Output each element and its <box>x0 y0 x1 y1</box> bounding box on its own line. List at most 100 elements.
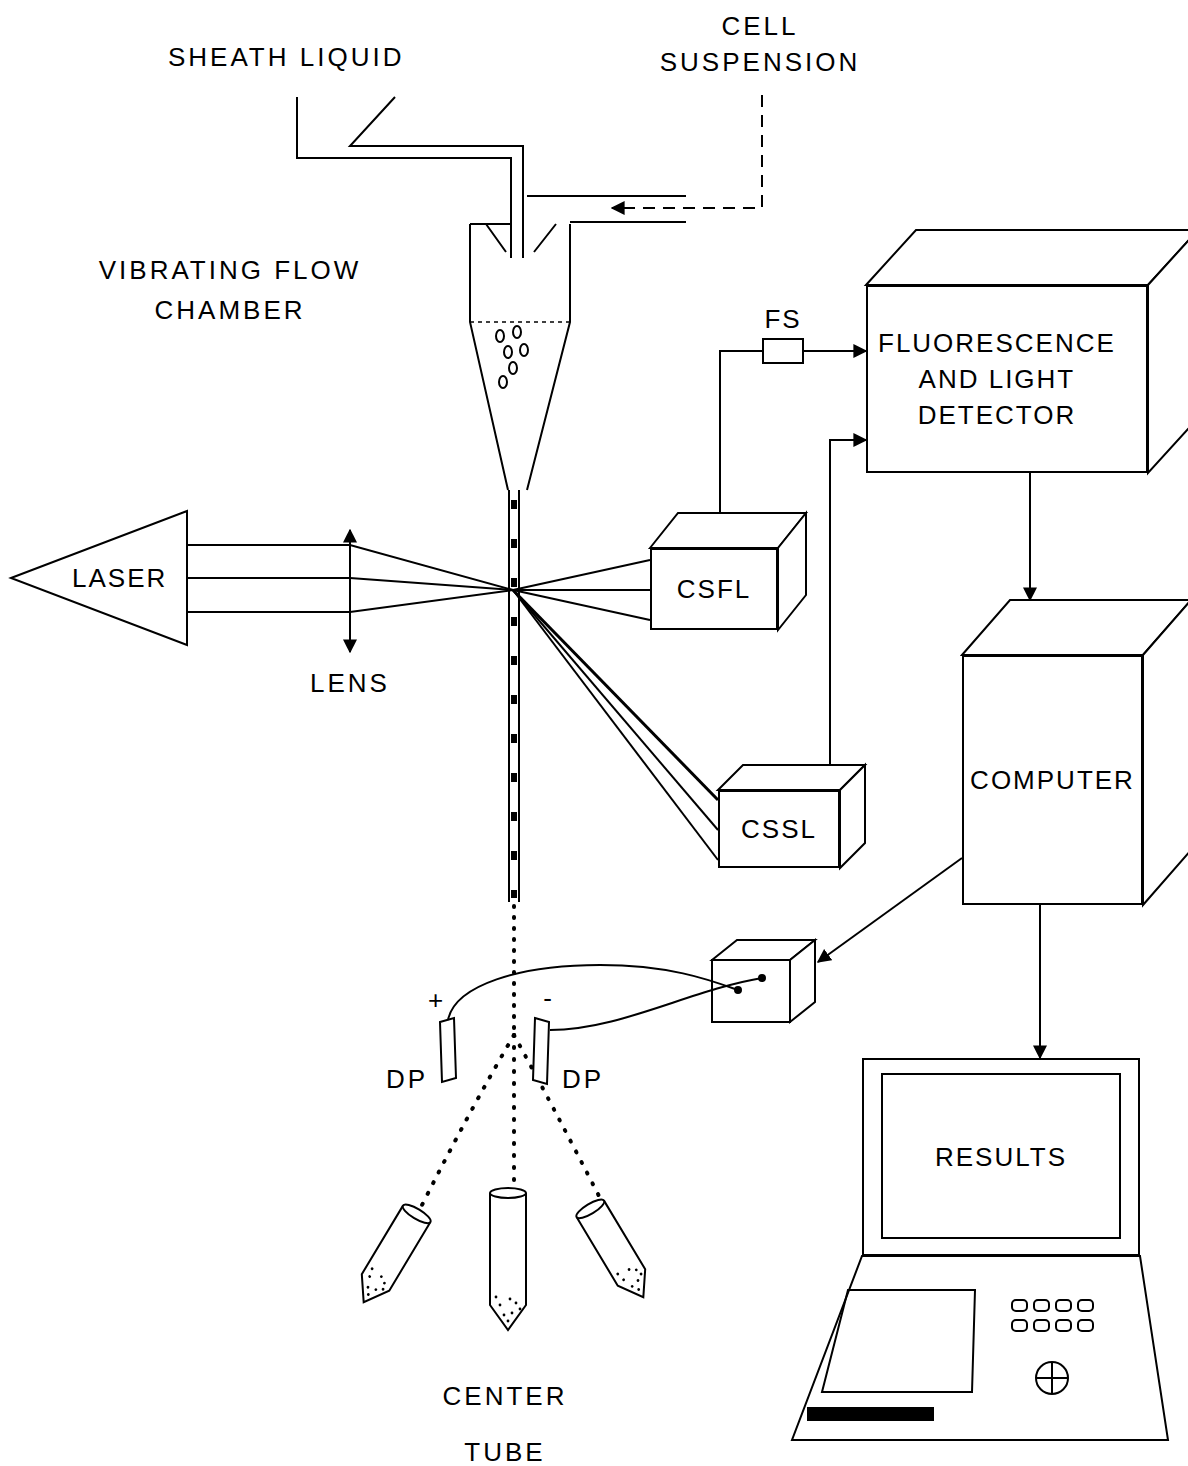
control-arrow <box>818 858 962 962</box>
laser-triangle <box>11 511 187 645</box>
illustration-part <box>630 1284 634 1288</box>
scatter-ray <box>513 590 718 860</box>
illustration-part <box>622 1278 626 1282</box>
tube-body <box>490 1193 526 1330</box>
terminal-pad <box>822 1290 975 1392</box>
cell <box>499 376 507 388</box>
box-side-face <box>778 513 806 630</box>
detector-box: FLUORESCENCE AND LIGHT DETECTOR <box>866 285 1148 473</box>
screen-frame <box>863 1059 1139 1255</box>
inlet-label: CELL SUSPENSION <box>645 8 875 80</box>
flow-chamber <box>470 224 570 490</box>
illustration-part <box>370 1267 374 1271</box>
droplets <box>512 906 516 1030</box>
cell <box>504 346 512 358</box>
illustration-part <box>383 1281 387 1285</box>
laser-beam <box>158 578 513 590</box>
collection-tube <box>350 1201 433 1310</box>
center-tube <box>490 1188 526 1330</box>
illustration-part <box>368 1275 372 1279</box>
illustration-part <box>515 1302 518 1305</box>
signal-connector <box>1029 473 1031 600</box>
stream-cells <box>511 500 517 898</box>
illustration-part <box>507 1320 510 1323</box>
box-side-face <box>1143 600 1188 905</box>
laser-source: LASER <box>10 510 188 646</box>
part-label: LENS <box>300 666 400 700</box>
signal-connector <box>720 351 762 513</box>
polarity-sign: - <box>538 984 560 1012</box>
tube-rim <box>490 1188 526 1198</box>
inlet-pipe <box>527 196 686 222</box>
part-label: CENTER TUBE <box>425 1368 585 1466</box>
node-text: CSSL <box>741 812 817 846</box>
computer-box: COMPUTER <box>962 655 1143 905</box>
cell <box>509 362 517 374</box>
illustration-part <box>366 1293 370 1297</box>
illustration-part <box>1034 1300 1049 1311</box>
illustration-part <box>374 1288 378 1292</box>
suspension-feed <box>612 95 762 208</box>
illustration-part <box>366 1285 370 1289</box>
node-text: FS <box>764 302 801 336</box>
wire-terminal <box>735 987 741 993</box>
illustration-part <box>637 1288 641 1292</box>
illustration-part <box>1078 1320 1093 1331</box>
illustration-part <box>627 1268 631 1272</box>
illustration-part <box>379 1275 383 1279</box>
cell <box>520 344 528 356</box>
collection-tube <box>574 1196 657 1305</box>
illustration-part <box>636 1279 640 1283</box>
terminal-base <box>792 1256 1168 1440</box>
illustration-part <box>1012 1300 1027 1311</box>
charge-box <box>712 960 790 1022</box>
plate-label: DP <box>386 1062 436 1096</box>
illustration-part <box>634 1268 638 1272</box>
illustration-part <box>639 1272 643 1276</box>
plate-wire <box>448 965 738 1020</box>
terminal-keys <box>1012 1300 1093 1331</box>
tube-rim <box>574 1196 607 1221</box>
chamber-funnel <box>486 224 556 252</box>
terminal-knob <box>1036 1362 1068 1394</box>
illustration-part <box>511 1312 514 1315</box>
illustration-part <box>1012 1320 1027 1331</box>
tube-rim <box>400 1201 433 1226</box>
box-depth <box>718 765 865 868</box>
node-text: FLUORESCENCE AND LIGHT DETECTOR <box>878 325 1116 433</box>
illustration-part <box>509 1298 512 1301</box>
polarity-sign: + <box>426 986 448 1014</box>
plate-label: DP <box>562 1062 612 1096</box>
lens-symbol <box>349 530 351 652</box>
part-label: VIBRATING FLOW CHAMBER <box>55 250 405 330</box>
laser-beam <box>158 590 513 612</box>
box-depth <box>866 230 1188 473</box>
terminal-slot <box>808 1408 933 1420</box>
box-side-face <box>1148 230 1188 473</box>
illustration-part <box>1034 1320 1049 1331</box>
terminal-knob <box>1036 1362 1068 1394</box>
tube-cells <box>358 1267 391 1302</box>
wire-terminal <box>759 975 765 981</box>
fluorescence-sensor: CSFL <box>650 548 778 630</box>
cell <box>496 330 504 342</box>
tube-cells <box>616 1262 649 1297</box>
node-text: COMPUTER <box>970 763 1135 797</box>
sheath-pipe <box>350 97 523 258</box>
box-side-face <box>840 765 865 868</box>
laser-beam <box>158 545 513 590</box>
node-text: LASER <box>72 561 167 595</box>
chamber-level <box>470 321 570 323</box>
droplets <box>422 1035 514 1205</box>
screen-glass <box>882 1074 1120 1238</box>
deflection-plate <box>533 1018 549 1084</box>
droplets <box>512 1035 516 1188</box>
illustration-part <box>519 1308 522 1311</box>
illustration-part <box>495 1296 498 1299</box>
droplets <box>514 1035 600 1198</box>
signal-connector <box>1039 905 1041 1058</box>
results-screen: RESULTS <box>862 1058 1140 1256</box>
tube-cells <box>495 1296 522 1323</box>
